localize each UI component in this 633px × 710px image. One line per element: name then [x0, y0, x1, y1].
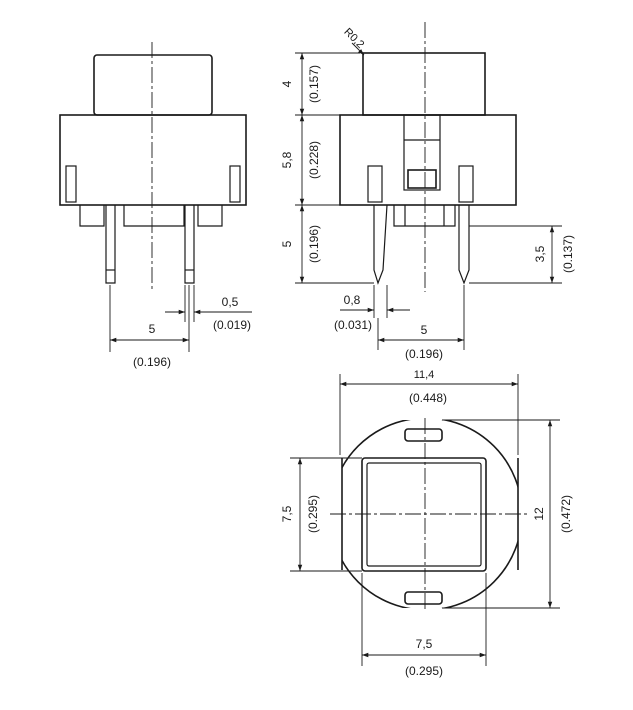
front-standoff-center	[123, 205, 185, 227]
front-lead-left	[105, 205, 116, 284]
side-lead-length-mm: 5	[280, 240, 294, 247]
side-lead-right	[458, 205, 470, 285]
side-hook-left	[367, 165, 383, 203]
top-cap-width-mm: 7,5	[416, 637, 433, 651]
top-view: 11,4 (0.448) 12 (0.472) 7,5 (0.295) 7,5 …	[280, 369, 573, 678]
front-lead-width-mm: 0,5	[222, 295, 239, 309]
front-cap	[93, 54, 213, 116]
side-cap-height-inch: (0.157)	[307, 65, 321, 103]
top-cap-height-inch: (0.295)	[306, 495, 320, 533]
side-window	[403, 114, 441, 191]
top-cap-outer	[361, 457, 487, 572]
side-lead-short-mm: 3,5	[533, 245, 547, 262]
front-body	[59, 114, 247, 206]
side-view: R0,2 4 (0.157) 5,8 (0.228) 5 (0.196) 3,5…	[280, 22, 575, 361]
side-lead-pitch-mm: 5	[421, 323, 428, 337]
side-lead-width-mm: 0,8	[344, 293, 361, 307]
side-body-height-inch: (0.228)	[307, 141, 321, 179]
front-pitch-mm: 5	[149, 322, 156, 336]
side-lead-pitch-inch: (0.196)	[405, 347, 443, 361]
front-standoff-right	[197, 205, 223, 227]
side-window-tab	[407, 169, 437, 189]
front-lead-width-inch: (0.019)	[213, 318, 251, 332]
side-lead-length-inch: (0.196)	[307, 225, 321, 263]
front-standoff-left	[79, 205, 105, 227]
side-cap	[362, 52, 486, 116]
front-lead-right	[184, 205, 195, 284]
front-view: 5 (0.196) 0,5 (0.019)	[59, 42, 252, 369]
top-cap-width-inch: (0.295)	[405, 664, 443, 678]
top-slot-bottom	[404, 591, 443, 605]
top-slot-top	[404, 428, 443, 442]
side-lead-short-inch: (0.137)	[561, 235, 575, 273]
top-height-inch: (0.472)	[559, 495, 573, 533]
side-standoff	[393, 205, 456, 227]
front-pitch-inch: (0.196)	[133, 355, 171, 369]
front-hook-left	[65, 165, 77, 203]
side-radius-label: R0,2	[341, 26, 366, 51]
side-body-height-mm: 5,8	[280, 151, 294, 168]
top-cap-height-mm: 7,5	[280, 505, 294, 522]
top-cap-inner	[366, 462, 482, 567]
top-width-mm: 11,4	[414, 369, 435, 381]
side-lead-width-inch: (0.031)	[334, 318, 372, 332]
side-body	[339, 114, 517, 206]
front-hook-right	[229, 165, 241, 203]
top-height-mm: 12	[532, 507, 546, 521]
side-hook-right	[458, 165, 474, 203]
side-cap-height-mm: 4	[280, 80, 294, 87]
side-lead-left	[373, 204, 388, 285]
top-width-inch: (0.448)	[409, 391, 447, 405]
